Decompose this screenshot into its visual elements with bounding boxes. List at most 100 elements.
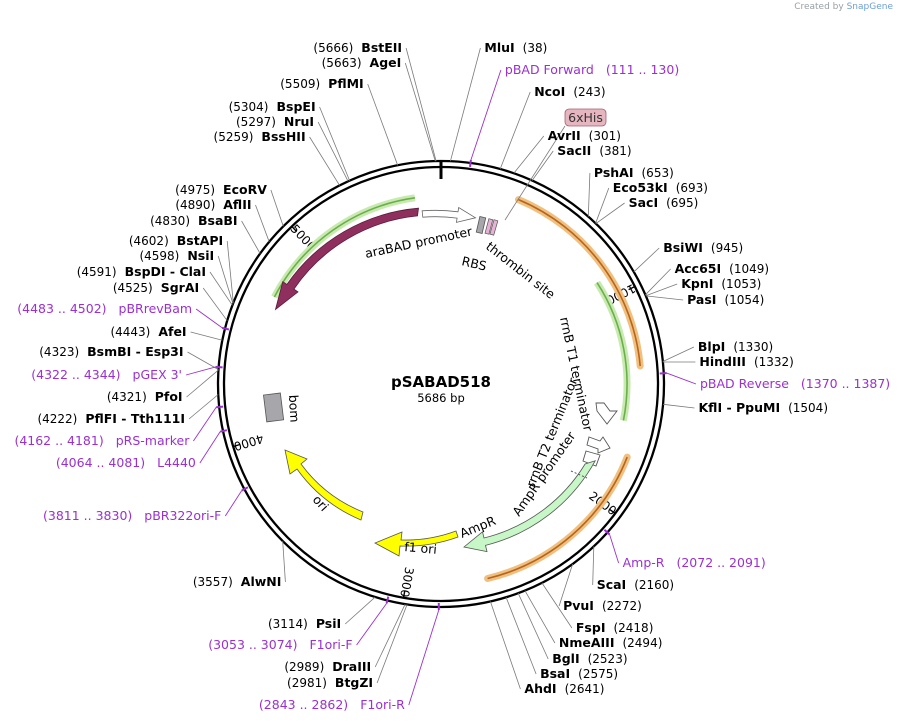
enzyme-name: BlpI bbox=[698, 339, 725, 354]
enzyme-name: BstAPI bbox=[177, 233, 223, 248]
RBS-label: RBS bbox=[460, 253, 488, 273]
primer-mark bbox=[385, 596, 390, 604]
enzyme-name: BtgZI bbox=[335, 675, 373, 690]
enzyme-position: (5509) bbox=[280, 77, 320, 91]
primer-range: (2072 .. 2091) bbox=[676, 555, 765, 570]
enzyme-label: (4321)PfoI bbox=[107, 389, 183, 404]
enzyme-leader bbox=[187, 351, 219, 370]
primer-leader bbox=[470, 69, 502, 161]
enzyme-leader bbox=[662, 346, 695, 362]
enzyme-leader bbox=[517, 593, 549, 660]
enzyme-leader bbox=[558, 563, 573, 607]
rrnB-T2-arrow bbox=[586, 436, 611, 454]
primer-label: (4162 .. 4181)pRS-marker bbox=[14, 433, 190, 448]
enzyme-name: Acc65I bbox=[675, 261, 722, 276]
enzyme-leader bbox=[255, 204, 270, 242]
enzyme-label: (5259)BssHII bbox=[214, 129, 306, 144]
primer-range: (111 .. 130) bbox=[606, 62, 679, 77]
primer-range: (1370 .. 1387) bbox=[801, 376, 890, 391]
plasmid-name: pSABAD518 bbox=[391, 373, 491, 391]
enzyme-name: PflMI bbox=[328, 76, 364, 91]
credit-text: Created by bbox=[794, 2, 844, 12]
RBS-box bbox=[475, 216, 487, 234]
enzyme-name: PsiI bbox=[316, 616, 341, 631]
bom-box bbox=[263, 392, 285, 423]
enzyme-leader bbox=[309, 136, 340, 186]
primer-name: pBR322ori-F bbox=[144, 508, 221, 523]
primer-range: (4483 .. 4502) bbox=[17, 301, 106, 316]
enzyme-position: (4602) bbox=[129, 234, 169, 248]
primer-name: pBAD Forward bbox=[505, 62, 594, 77]
primer-label: (2843 .. 2862)F1ori-R bbox=[259, 697, 405, 712]
enzyme-position: (2523) bbox=[588, 652, 628, 666]
enzyme-label: (2989)DraIII bbox=[284, 659, 371, 674]
enzyme-leader bbox=[226, 240, 234, 303]
enzyme-name: PasI bbox=[687, 292, 716, 307]
enzyme-leader bbox=[595, 202, 625, 224]
enzyme-label: PasI (1054) bbox=[687, 292, 764, 307]
primer-label: (3053 .. 3074)F1ori-F bbox=[208, 637, 352, 652]
enzyme-name: AgeI bbox=[370, 55, 402, 70]
enzyme-position: (4591) bbox=[77, 265, 117, 279]
f1-ori-label: f1 ori bbox=[404, 539, 438, 557]
enzyme-label: Acc65I(1049) bbox=[675, 261, 769, 276]
enzyme-name: PshAI bbox=[594, 165, 634, 180]
enzyme-position: (1504) bbox=[788, 401, 828, 415]
thrombin-box-2 bbox=[489, 219, 499, 236]
tick-mark bbox=[291, 225, 298, 232]
enzyme-name: NsiI bbox=[187, 248, 214, 263]
enzyme-label: (4525) SgrAI bbox=[113, 280, 199, 295]
tick-label: 4000 bbox=[232, 431, 265, 453]
enzyme-name: AflII bbox=[223, 197, 251, 212]
enzyme-name: BstEII bbox=[361, 40, 402, 55]
enzyme-leader bbox=[367, 83, 399, 166]
feature-6xHis: 6xHis bbox=[504, 108, 607, 221]
enzyme-position: (4525) bbox=[113, 281, 153, 295]
primer-range: (3811 .. 3830) bbox=[43, 508, 132, 523]
enzyme-name: BsaBI bbox=[198, 213, 238, 228]
enzyme-position: (4975) bbox=[175, 183, 215, 197]
enzyme-leader bbox=[374, 603, 406, 668]
enzyme-name: NcoI bbox=[534, 84, 565, 99]
plasmid-length: 5686 bp bbox=[417, 391, 465, 405]
primer-leader bbox=[356, 603, 387, 646]
enzyme-leader bbox=[344, 596, 376, 625]
enzyme-position: (4321) bbox=[107, 390, 147, 404]
AmpR-promoter-divider bbox=[570, 470, 588, 479]
enzyme-leader bbox=[524, 590, 556, 644]
enzyme-label: (4323)BsmBI - Esp3I bbox=[39, 344, 183, 359]
orf-arcs bbox=[271, 194, 644, 582]
ori-arrow bbox=[284, 449, 364, 521]
enzyme-leader bbox=[490, 601, 521, 690]
primer-label: Amp-R(2072 .. 2091) bbox=[623, 555, 766, 570]
enzyme-name: HindIII bbox=[699, 354, 746, 369]
f1-ori-arrow bbox=[374, 530, 459, 557]
enzyme-label: (5663)AgeI bbox=[322, 55, 402, 70]
feature-thrombin-site: thrombin site bbox=[483, 218, 558, 302]
enzyme-leader bbox=[317, 121, 349, 182]
enzyme-position: (1054) bbox=[724, 293, 764, 307]
site-labels: (5666)BstEII(5663)AgeI(5509)PflMI(5304)B… bbox=[14, 40, 890, 712]
enzyme-position: (693) bbox=[676, 181, 708, 195]
primer-label: pBAD Reverse(1370 .. 1387) bbox=[700, 376, 890, 391]
primer-mark bbox=[241, 486, 249, 492]
enzyme-name: AlwNI bbox=[241, 574, 282, 589]
enzyme-position: (2641) bbox=[565, 682, 605, 696]
enzyme-name: SgrAI bbox=[161, 280, 199, 295]
enzyme-label: (4591)BspDI - ClaI bbox=[77, 264, 206, 279]
enzyme-position: (945) bbox=[711, 241, 743, 255]
orf-arc-his bbox=[518, 198, 641, 367]
enzyme-position: (2981) bbox=[287, 676, 327, 690]
enzyme-leader bbox=[241, 220, 261, 254]
enzyme-leader bbox=[645, 295, 684, 301]
enzyme-label: (5666)BstEII bbox=[313, 40, 402, 55]
enzyme-position: (3114) bbox=[268, 617, 308, 631]
primer-leader bbox=[666, 372, 697, 385]
primer-label: (4322 .. 4344)pGEX 3' bbox=[31, 367, 182, 382]
enzyme-label: (4830)BsaBI bbox=[150, 213, 238, 228]
enzyme-label: (4222)PflFI - Tth111I bbox=[37, 411, 185, 426]
enzyme-name: DraIII bbox=[332, 659, 371, 674]
enzyme-position: (381) bbox=[599, 144, 631, 158]
enzyme-position: (38) bbox=[523, 41, 548, 55]
enzyme-position: (301) bbox=[589, 129, 621, 143]
